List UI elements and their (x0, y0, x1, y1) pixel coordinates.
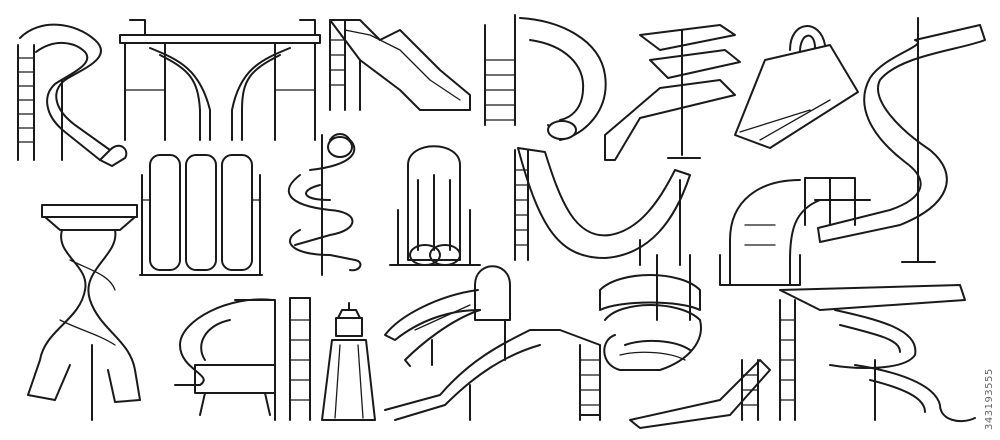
tube-slide-with-stairs-icon (484, 14, 607, 141)
mound-slide-icon (734, 25, 859, 149)
triple-lane-slide-icon (139, 154, 263, 276)
twisted-double-tube-tower-icon (27, 204, 141, 421)
curved-slide-with-railing-icon (719, 177, 871, 286)
covered-entrance-slide-icon (384, 265, 511, 367)
tower-straight-slide-icon (321, 302, 376, 421)
tube-spiral-slide-with-ladder-icon (17, 23, 128, 167)
wave-slide-with-ladder-icon (329, 19, 471, 111)
spiral-twist-slide-icon (599, 254, 702, 371)
halfpipe-slide-with-ladder-icon (514, 147, 691, 266)
double-tube-tower-slide-icon (119, 19, 321, 141)
stock-image-id: 343193555 (984, 368, 995, 430)
zigzag-slide-with-tower-icon (629, 284, 976, 429)
spiral-tube-on-pole-icon (287, 133, 362, 276)
spiral-ribbon-slide-on-pole-icon (604, 24, 741, 161)
tall-spiral-slide-on-pole-icon (817, 17, 986, 263)
twin-tube-slide-icon (389, 145, 481, 266)
tube-slide-with-tower-and-pool-icon (174, 297, 311, 421)
wave-slide-with-steps-icon (384, 329, 601, 421)
